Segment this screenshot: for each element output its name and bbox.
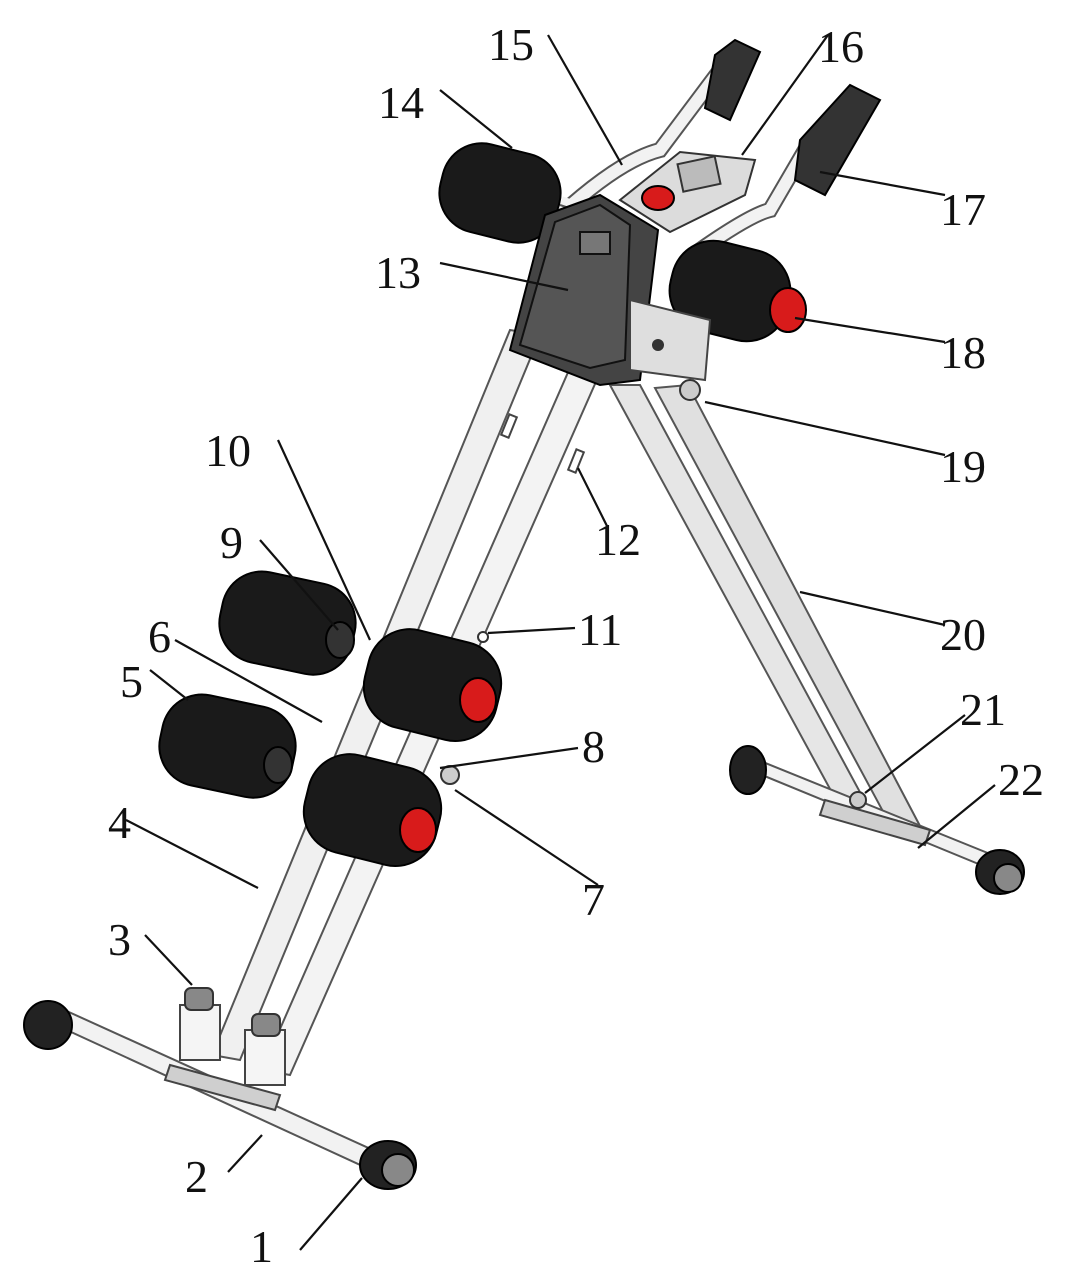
label-17: 17 bbox=[940, 184, 986, 235]
label-8: 8 bbox=[582, 721, 605, 772]
label-6: 6 bbox=[148, 611, 171, 662]
label-20: 20 bbox=[940, 609, 986, 660]
label-1: 1 bbox=[250, 1221, 273, 1265]
label-9: 9 bbox=[220, 517, 243, 568]
label-16: 16 bbox=[818, 21, 864, 72]
label-21: 21 bbox=[960, 684, 1006, 735]
label-5: 5 bbox=[120, 656, 143, 707]
label-14: 14 bbox=[378, 77, 424, 128]
upper-rollers bbox=[438, 142, 807, 343]
rear-legs bbox=[608, 383, 922, 832]
label-22: 22 bbox=[998, 754, 1044, 805]
label-12: 12 bbox=[595, 514, 641, 565]
label-13: 13 bbox=[375, 247, 421, 298]
label-11: 11 bbox=[578, 604, 622, 655]
leader-lines bbox=[125, 34, 996, 1251]
seat-pad bbox=[508, 193, 712, 401]
label-2: 2 bbox=[185, 1151, 208, 1202]
display-console bbox=[618, 150, 757, 234]
label-15: 15 bbox=[488, 19, 534, 70]
lower-rollers bbox=[158, 570, 503, 868]
callout-labels: 1 2 3 4 5 6 7 8 9 10 11 12 13 14 15 16 1… bbox=[108, 19, 1044, 1265]
label-7: 7 bbox=[582, 874, 605, 925]
front-base-bar bbox=[23, 1000, 417, 1190]
rear-base-bar bbox=[729, 745, 1025, 895]
label-19: 19 bbox=[940, 441, 986, 492]
label-4: 4 bbox=[108, 797, 131, 848]
rail-brackets bbox=[179, 987, 286, 1086]
label-10: 10 bbox=[205, 425, 251, 476]
label-3: 3 bbox=[108, 914, 131, 965]
label-18: 18 bbox=[940, 327, 986, 378]
